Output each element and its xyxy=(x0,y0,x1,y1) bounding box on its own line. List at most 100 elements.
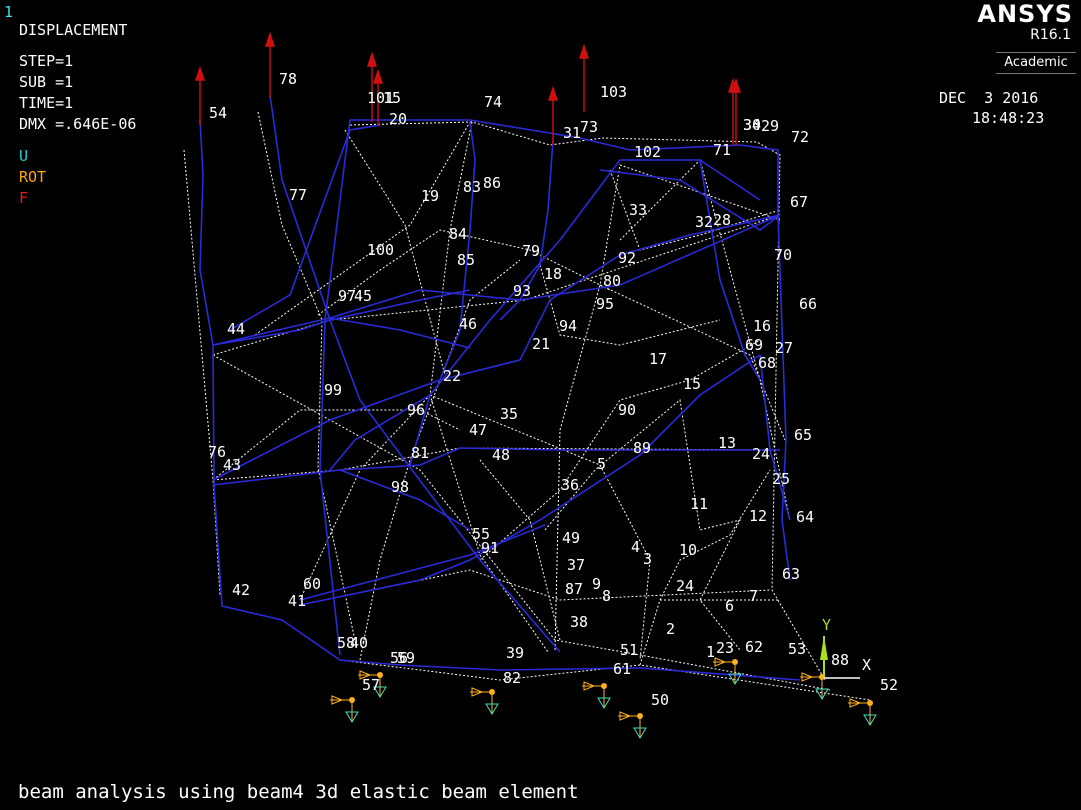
node-label: 42 xyxy=(232,581,250,599)
node-label: 11 xyxy=(690,495,708,513)
node-label: 98 xyxy=(391,478,409,496)
node-label: 23 xyxy=(716,639,734,657)
time-label: 18:48:23 xyxy=(972,109,1045,127)
node-label: 50 xyxy=(651,691,669,709)
legend-rot: ROT xyxy=(19,168,47,186)
node-label: 54 xyxy=(209,104,227,122)
node-label: 99 xyxy=(324,381,342,399)
node-label: 80 xyxy=(603,272,621,290)
node-label: 74 xyxy=(484,93,502,111)
node-label: 6 xyxy=(725,597,734,615)
support-icon xyxy=(358,670,387,698)
node-label: 21 xyxy=(532,335,550,353)
edition-badge: Academic xyxy=(996,52,1076,74)
node-label: 9 xyxy=(592,575,601,593)
node-label: 19 xyxy=(421,187,439,205)
node-label: 24 xyxy=(752,445,770,463)
node-label: 49 xyxy=(562,529,580,547)
node-label: 86 xyxy=(483,174,501,192)
node-label: 51 xyxy=(620,641,638,659)
node-label: 48 xyxy=(492,446,510,464)
node-label: 78 xyxy=(279,70,297,88)
node-label: 65 xyxy=(794,426,812,444)
node-label: 40 xyxy=(350,634,368,652)
node-label: 52 xyxy=(880,676,898,694)
node-label: 20 xyxy=(389,110,407,128)
node-label: 37 xyxy=(567,556,585,574)
node-label: 8 xyxy=(602,587,611,605)
node-label: 64 xyxy=(796,508,814,526)
node-label: 56 xyxy=(390,649,408,667)
node-label: 72 xyxy=(791,128,809,146)
node-label: 62 xyxy=(745,638,763,656)
axis-triad-icon: Y X xyxy=(820,616,871,679)
node-label: 69 xyxy=(745,336,763,354)
node-label: 28 xyxy=(713,211,731,229)
window-number: 1 xyxy=(4,3,14,21)
node-label: 60 xyxy=(303,575,321,593)
force-arrows xyxy=(195,31,741,145)
undeformed-shape xyxy=(183,111,871,701)
legend-u: U xyxy=(19,147,29,165)
support-icon xyxy=(470,687,499,715)
support-icon xyxy=(618,711,647,739)
node-label: 44 xyxy=(227,320,245,338)
node-label: 57 xyxy=(362,676,380,694)
node-label: 82 xyxy=(503,669,521,687)
node-label: 25 xyxy=(772,470,790,488)
node-label: 84 xyxy=(449,225,467,243)
node-label: 38 xyxy=(570,613,588,631)
deformed-shape xyxy=(199,94,801,681)
step-value: STEP=1 xyxy=(19,52,74,70)
node-label: 4 xyxy=(631,538,640,556)
node-label: 15 xyxy=(383,89,401,107)
node-label: 1 xyxy=(706,643,715,661)
node-label: 10 xyxy=(679,541,697,559)
node-label: 47 xyxy=(469,421,487,439)
node-label: 39 xyxy=(506,644,524,662)
plot-title: DISPLACEMENT xyxy=(19,21,128,39)
node-label: 17 xyxy=(649,350,667,368)
node-label: 30 xyxy=(743,116,761,134)
node-label: 2 xyxy=(666,620,675,638)
node-label: 96 xyxy=(407,401,425,419)
node-label: 100 xyxy=(367,241,394,259)
node-label: 43 xyxy=(223,456,241,474)
legend-f: F xyxy=(19,189,29,207)
substep-value: SUB =1 xyxy=(19,73,74,91)
support-icon xyxy=(330,695,359,723)
node-label: 89 xyxy=(633,439,651,457)
node-label: 101 xyxy=(367,89,394,107)
node-label: 15 xyxy=(683,375,701,393)
node-label: 5 xyxy=(597,455,606,473)
version-label: R16.1 xyxy=(1030,27,1071,43)
node-label: 29 xyxy=(761,117,779,135)
node-label: 71 xyxy=(713,141,731,159)
date-label: DEC 3 2016 xyxy=(939,89,1039,107)
node-label: 94 xyxy=(559,317,577,335)
node-label: 45 xyxy=(354,287,372,305)
node-label: 33 xyxy=(629,201,647,219)
node-label: 31 xyxy=(563,124,581,142)
node-label: 46 xyxy=(459,315,477,333)
node-label: 66 xyxy=(799,295,817,313)
node-label: 34 xyxy=(743,116,761,134)
node-label: 12 xyxy=(749,507,767,525)
node-label: 73 xyxy=(580,118,598,136)
node-label: 102 xyxy=(634,143,661,161)
node-label: 81 xyxy=(411,444,429,462)
node-label: 3 xyxy=(643,550,652,568)
supports xyxy=(330,657,877,739)
node-label: 97 xyxy=(338,287,356,305)
node-label: 35 xyxy=(500,405,518,423)
node-label: 22 xyxy=(443,367,461,385)
node-label: 58 xyxy=(337,634,355,652)
node-label: 16 xyxy=(753,317,771,335)
node-label: 79 xyxy=(522,242,540,260)
dmx-value: DMX =.646E-06 xyxy=(19,115,137,133)
node-label: 63 xyxy=(782,565,800,583)
node-label: 7 xyxy=(749,587,758,605)
node-label: 59 xyxy=(397,649,415,667)
node-label: 83 xyxy=(463,178,481,196)
